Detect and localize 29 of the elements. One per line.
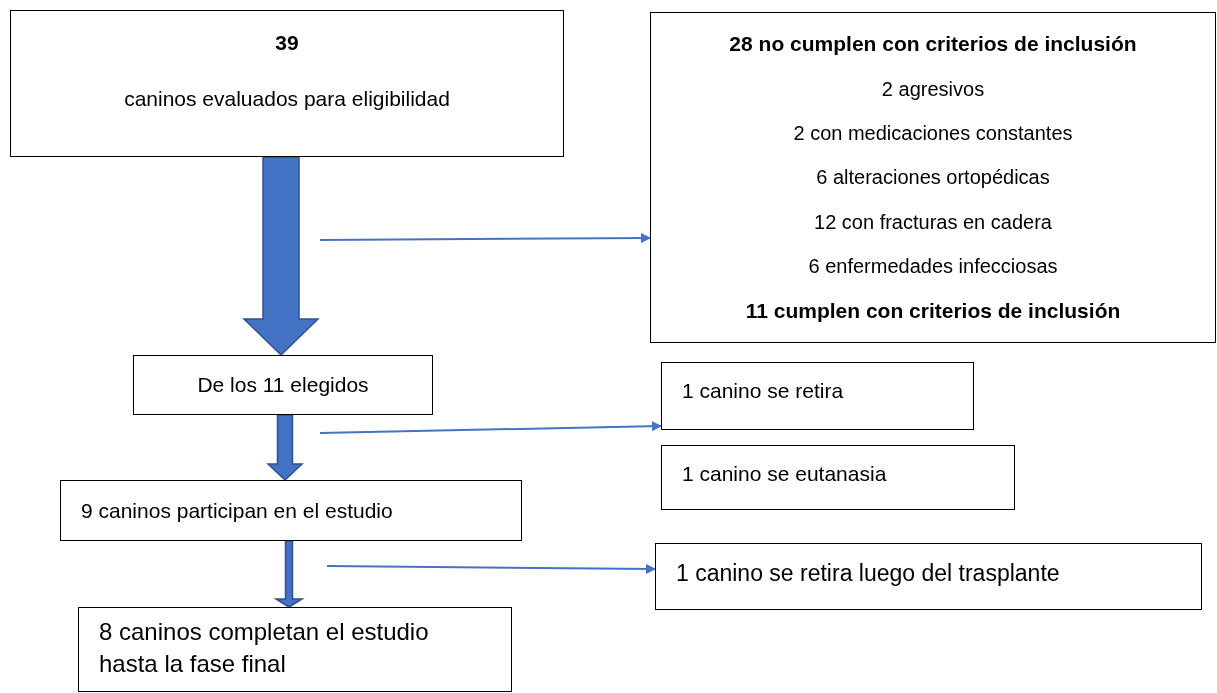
box-text: 9 caninos participan en el estudio [81,497,393,524]
process-box [655,543,1202,610]
process-box [60,480,522,541]
process-box [661,362,974,430]
box-heading: 28 no cumplen con criterios de inclusión [729,31,1137,58]
process-box [661,445,1015,510]
block-arrow [266,414,304,482]
box-text: caninos evaluados para eligibilidad [124,85,450,112]
box-text: 6 enfermedades infecciosas [808,254,1058,280]
box-text: 11 cumplen con criterios de inclusión [745,298,1121,325]
block-arrow [242,156,320,357]
process-box [133,355,433,415]
box-text: 1 canino se eutanasia [682,461,887,487]
block-arrow [273,540,305,608]
process-box [10,10,564,157]
box-text: 1 canino se retira [682,378,844,404]
arrow [319,421,662,434]
box-text: De los 11 elegidos [197,372,369,399]
box-text: 8 caninos completan el estudio hasta la fase final [99,617,430,679]
box-text: 6 alteraciones ortopédicas [816,165,1050,191]
process-box [650,12,1216,343]
box-text: 2 agresivos [881,76,985,102]
box-text: 12 con fracturas en cadera [814,209,1052,235]
box-text: 1 canino se retira luego del trasplante [676,559,1060,588]
arrow [319,233,651,244]
box-text: 2 con medicaciones constantes [793,121,1073,147]
box-heading: 39 [275,30,299,56]
process-box [78,607,512,692]
arrow [326,563,656,574]
